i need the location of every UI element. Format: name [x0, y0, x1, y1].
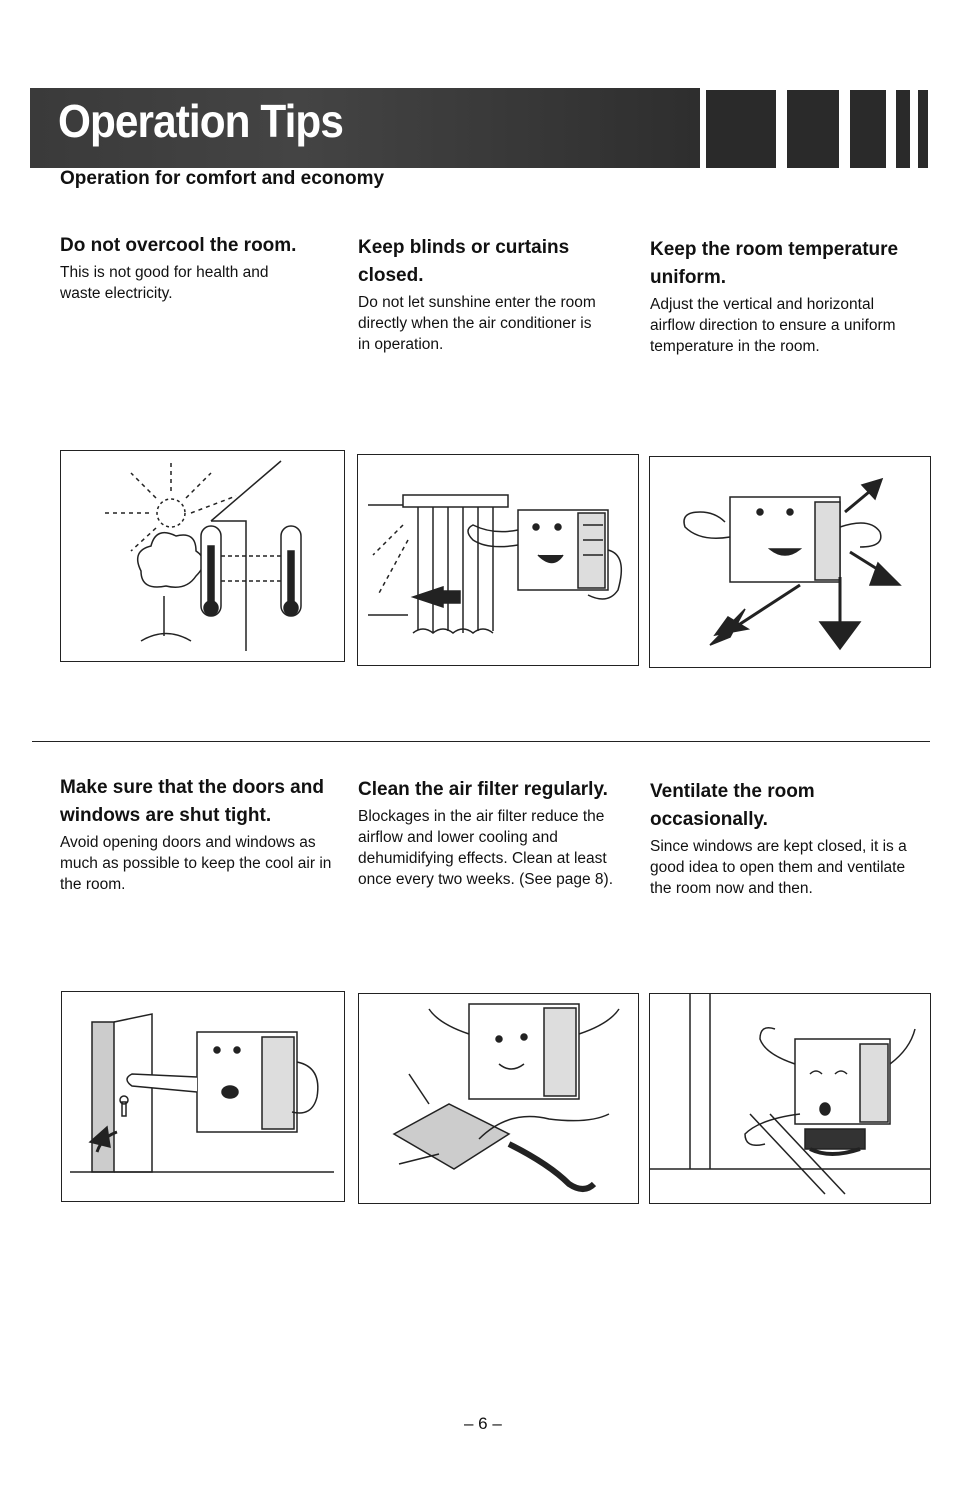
- banner-block: [787, 90, 839, 168]
- tip-curtains: Keep blinds or curtains closed. Do not l…: [358, 234, 618, 355]
- tip-body: Since windows are kept closed, it is a g…: [650, 838, 907, 897]
- section-subtitle: Operation for comfort and economy: [60, 168, 385, 189]
- tip-body: Avoid opening doors and windows as much …: [60, 834, 332, 893]
- tip-body: Blockages in the air filter reduce the a…: [358, 808, 614, 888]
- tip-body: Do not let sunshine enter the room direc…: [358, 294, 596, 353]
- tip-overcool: Do not overcool the room. This is not go…: [60, 232, 340, 304]
- tip-body: Adjust the vertical and horizontal airfl…: [650, 296, 896, 355]
- tip-heading: Make sure that the doors and windows are…: [60, 777, 324, 826]
- banner-block: [706, 90, 776, 168]
- sun-thermometer-illustration: [60, 450, 345, 662]
- tip-heading: Ventilate the room occasionally.: [650, 781, 815, 830]
- tip-heading: Clean the air filter regularly.: [358, 779, 608, 800]
- banner-block: [896, 90, 910, 168]
- filter-cleaning-illustration: [358, 993, 639, 1204]
- tip-ventilate: Ventilate the room occasionally. Since w…: [650, 778, 925, 899]
- tip-heading: Do not overcool the room.: [60, 235, 297, 256]
- tip-uniform-temp: Keep the room temperature uniform. Adjus…: [650, 236, 935, 357]
- section-divider: [32, 741, 930, 742]
- tip-heading: Keep the room temperature uniform.: [650, 239, 899, 288]
- tip-air-filter: Clean the air filter regularly. Blockage…: [358, 776, 643, 890]
- tip-body: This is not good for health and waste el…: [60, 264, 269, 302]
- tip-doors-windows: Make sure that the doors and windows are…: [60, 774, 360, 895]
- door-illustration: [61, 991, 345, 1202]
- airflow-illustration: [649, 456, 931, 668]
- banner-block: [850, 90, 886, 168]
- title-bar: Operation Tips: [30, 88, 700, 168]
- title-banner: Operation Tips: [30, 88, 930, 168]
- page-number: – 6 –: [464, 1414, 502, 1433]
- banner-block: [918, 90, 928, 168]
- tip-heading: Keep blinds or curtains closed.: [358, 237, 570, 286]
- page-title: Operation Tips: [58, 95, 344, 147]
- window-ventilation-illustration: [649, 993, 931, 1204]
- curtain-illustration: [357, 454, 639, 666]
